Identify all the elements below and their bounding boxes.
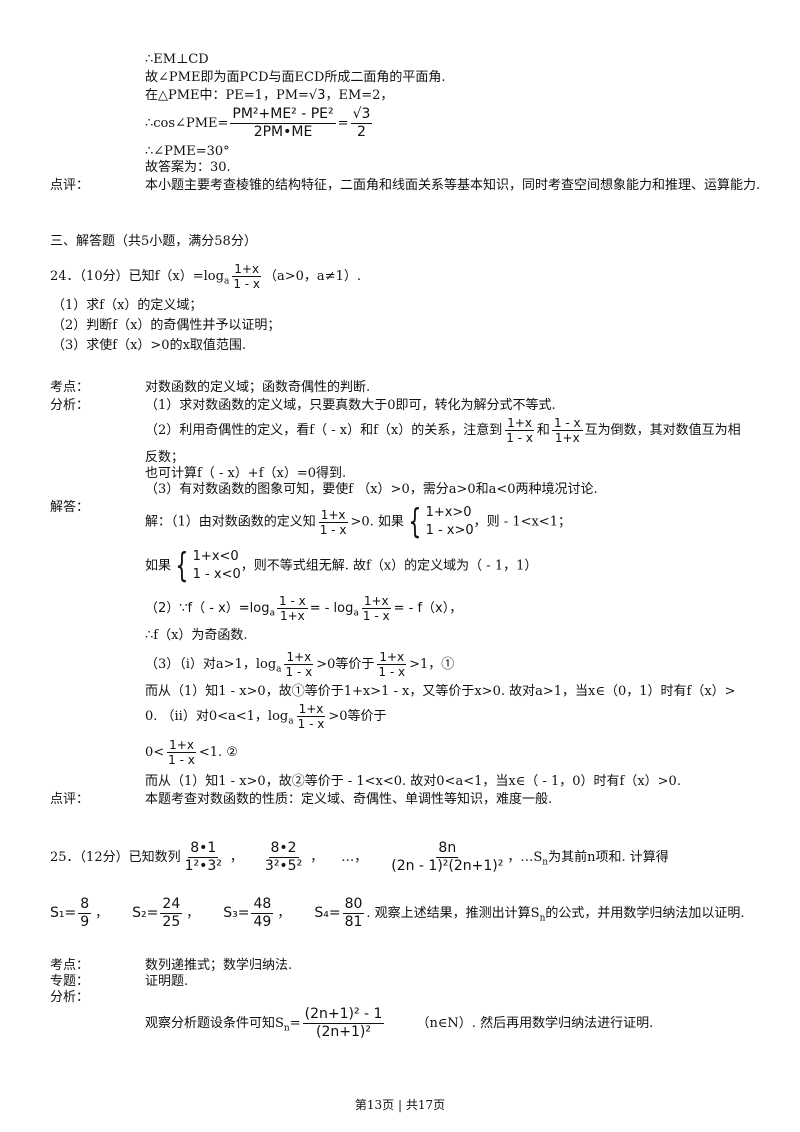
analysis-label: 分析： [50,398,90,413]
analysis-label: 分析： [50,990,90,1005]
question-part: （3）求使f（x）>0的x取值范围. [52,338,247,353]
question-part: （2）判断f（x）的奇偶性并予以证明； [52,318,281,333]
solution-line: 而从（1）知1 - x>0，故②等价于 - 1<x<0. 故对0<a<1，当x∈… [145,774,681,789]
comment-text: 本小题主要考查棱锥的结构特征，二面角和线面关系等基本知识，同时考查空间想象能力和… [145,178,761,193]
question-part: （1）求f（x）的定义域； [52,298,203,313]
analysis-text: 反数； [145,450,185,465]
brace-icon: { [408,502,422,542]
comment-label: 点评： [50,792,90,807]
text-line: ∴∠PME=30° [145,144,230,159]
topic-text: 证明题. [145,974,189,989]
text-line: 在△PME中：PE=1，PM=√3，EM=2， [145,88,394,103]
comment-text: 本题考查对数函数的性质：定义域、奇偶性、单调性等知识，难度一般. [145,792,553,807]
fraction: (2n+1)² - 1(2n+1)² [302,1006,385,1040]
fraction: 8n(2n - 1)²(2n+1)² [391,840,504,874]
comment-label: 点评： [50,178,90,193]
kaodian-label: 考点： [50,380,90,395]
solution-line: 而从（1）知1 - x>0，故①等价于1+x>1 - x，又等价于x>0. 故对… [145,684,736,699]
section-heading: 三、解答题（共5小题，满分58分） [50,234,257,249]
analysis-text: 也可计算f（ - x）+f（x）=0得到. [145,466,347,481]
text-line: ∴EM⊥CD [145,52,209,67]
analysis-text: （1）求对数函数的定义域，只要真数大于0即可，转化为解分式不等式. [145,398,556,413]
kaodian-label: 考点： [50,958,90,973]
topic-label: 专题： [50,974,90,989]
solution-label: 解答： [50,500,90,515]
solution-line: ∴f（x）为奇函数. [145,628,248,643]
text-line: 故答案为：30. [145,160,231,175]
brace-icon: { [175,546,189,586]
analysis-text: （3）有对数函数的图象可知，要使f （x）>0，需分a>0和a<0两种境况讨论. [145,482,598,497]
page-footer: 第13页 | 共17页 [354,1098,446,1112]
kaodian-text: 对数函数的定义域；函数奇偶性的判断. [145,380,371,395]
text-line: 故∠PME即为面PCD与面ECD所成二面角的平面角. [145,70,446,85]
kaodian-text: 数列递推式；数学归纳法. [145,958,293,973]
analysis-text: 观察分析题设条件可知Sn=(2n+1)² - 1(2n+1)²（n∈N）. 然后… [145,1006,654,1040]
